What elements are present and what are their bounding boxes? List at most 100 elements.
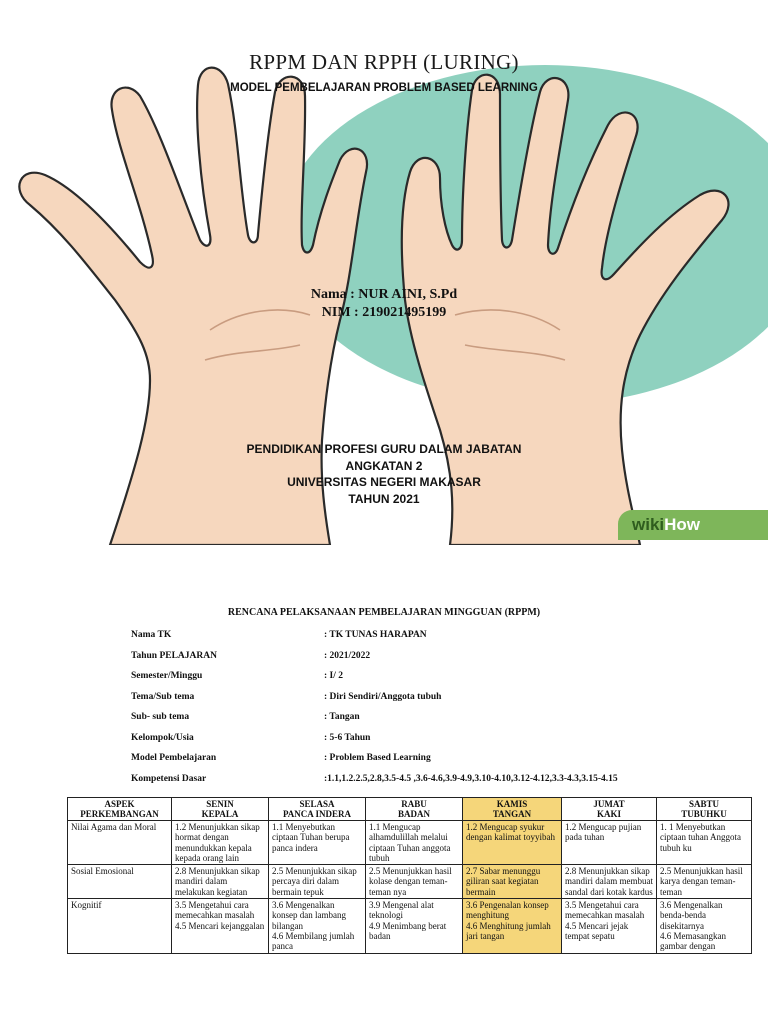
info-value: : Diri Sendiri/Anggota tubuh (324, 691, 442, 702)
info-row: Semester/Minggu: I/ 2 (131, 669, 731, 690)
table-cell: 2.5 Menunjukkan hasil kolase dengan tema… (365, 864, 463, 900)
left-hand-shape (18, 66, 369, 545)
column-header-line: SABTU (688, 799, 719, 809)
cell-text: 4.6 Memasangkan gambar dengan (660, 930, 726, 952)
institution-line: ANGKATAN 2 (345, 458, 423, 473)
table-cell: 2.8 Menunjukkan sikap mandiri dalam memb… (561, 864, 657, 900)
table-cell: 1.2 Menunjukkan sikap hormat dengan menu… (171, 819, 269, 866)
table-cell: 3.6 Mengenalkan konsep dan lambang bilan… (268, 898, 366, 954)
left-palm-crease-shape (204, 344, 301, 361)
aspect-cell: Kognitif (67, 898, 172, 954)
info-label: Tema/Sub tema (131, 691, 195, 702)
cover-title: RPPM DAN RPPH (LURING) (249, 50, 519, 74)
table-cell: 1.1 Mengucap alhamdulillah melalui cipta… (365, 819, 463, 866)
column-header-line: KAKI (596, 809, 621, 819)
cell-text: 3.6 Pengenalan konsep menghitung (466, 900, 549, 921)
cell-text: 4.5 Mencari kejanggalan (175, 920, 265, 931)
table-cell: 3.6 Mengenalkan benda-benda disekitarnya… (656, 898, 752, 954)
aspect-cell: Nilai Agama dan Moral (67, 819, 172, 866)
aspect-cell: Sosial Emosional (67, 864, 172, 900)
cell-text: 3.5 Mengetahui cara memecahkan masalah (565, 900, 645, 921)
column-header-line: PANCA INDERA (282, 809, 352, 819)
cell-text: 1.1 Menyebutkan ciptaan Tuhan berupa pan… (272, 822, 350, 853)
info-value: : Problem Based Learning (324, 753, 431, 763)
cell-text: 2.8 Menunjukkan sikap mandiri dalam mela… (175, 866, 260, 897)
cell-text: 4.9 Menimbang berat badan (369, 920, 447, 941)
info-value: :1.1,1.2.2.5,2.8,3.5-4.5 ,3.6-4.6,3.9-4.… (324, 773, 618, 784)
cell-text: 3.6 Mengenalkan benda-benda disekitarnya (660, 900, 723, 931)
watermark-part: How (664, 515, 701, 534)
cell-text: 1.1 Mengucap alhamdulillah melalui cipta… (369, 822, 451, 863)
info-label: Kelompok/Usia (131, 732, 194, 743)
info-label: Sub- sub tema (131, 712, 190, 722)
table-cell: 2.5 Menunjukkan sikap percaya diri dalam… (268, 864, 366, 900)
info-label: Nama TK (131, 630, 172, 640)
info-row: Kompetensi Dasar :1.1,1.2.2.5,2.8,3.5-4.5… (131, 772, 731, 793)
table-cell: 1.2 Mengucap pujian pada tuhan (561, 819, 657, 866)
right-hand-shape (400, 73, 730, 545)
author-nim: NIM : 219021495199 (321, 305, 447, 320)
info-value: : 5-6 Tahun (324, 732, 371, 743)
info-row: Nama TK : TK TUNAS HARAPAN (131, 628, 731, 649)
right-palm-crease-shape (454, 309, 561, 331)
column-header-line: TUBUHKU (681, 809, 727, 819)
cell-text: 3.6 Mengenalkan konsep dan lambang bilan… (272, 900, 346, 931)
cell-text: 1. 1 Menyebutkan ciptaan tuhan Anggota t… (660, 822, 741, 853)
column-header-line: JUMAT (593, 799, 625, 809)
table-cell: 1.2 Mengucap syukur dengan kalimat toyyi… (462, 819, 562, 866)
cover-page: RPPM DAN RPPH (LURING) MODEL PEMBELAJARA… (0, 50, 768, 545)
table-cell: 1.1 Menyebutkan ciptaan Tuhan berupa pan… (268, 819, 366, 866)
cell-text: 3.9 Mengenal alat teknologi (369, 900, 434, 921)
info-row: Kelompok/Usia : 5-6 Tahun (131, 731, 731, 752)
cell-text: 1.2 Mengucap pujian pada tuhan (565, 822, 642, 843)
info-row: Tema/Sub tema : Diri Sendiri/Anggota tubu… (131, 690, 731, 711)
author-block: Nama : NUR AINI, S.Pd NIM : 219021495199 (0, 286, 768, 322)
cell-text: 3.5 Mengetahui cara memecahkan masalah (175, 900, 255, 921)
left-palm-crease-shape (209, 309, 311, 331)
cell-text: 1.2 Mengucap syukur dengan kalimat toyyi… (466, 822, 555, 843)
info-row: Sub- sub tema: Tangan (131, 710, 731, 731)
cell-text: 4.6 Menghitung jumlah jari tangan (466, 920, 551, 941)
info-label: Tahun PELAJARAN (131, 650, 217, 661)
column-header-line: KAMIS (496, 799, 528, 809)
column-header-line: SELASA (299, 799, 335, 809)
column-header-line: KEPALA (201, 809, 239, 819)
cell-text: 2.5 Menunjukkan hasil karya dengan teman… (660, 866, 743, 897)
author-name: Nama : NUR AINI, S.Pd (310, 287, 458, 302)
cell-text: 4.5 Mencari jejak tempat sepatu (565, 920, 629, 941)
info-row: Tahun PELAJARAN : 2021/2022 (131, 649, 731, 670)
column-header-line: ASPEK (104, 799, 135, 809)
info-label: Kompetensi Dasar (131, 773, 207, 784)
cell-text: 2.5 Menunjukkan hasil kolase dengan tema… (369, 866, 452, 897)
table-cell: 2.5 Menunjukkan hasil karya dengan teman… (656, 864, 752, 900)
column-header-line: SENIN (206, 799, 234, 809)
institution-block: PENDIDIKAN PROFESI GURU DALAM JABATAN AN… (0, 441, 768, 507)
info-label: Model Pembelajaran (131, 753, 217, 763)
document-title: RENCANA PELAKSANAAN PEMBELAJARAN MINGGUA… (227, 607, 541, 618)
right-palm-crease-shape (464, 344, 566, 361)
table-cell: 2.7 Sabar menunggu giliran saat kegiatan… (462, 864, 562, 900)
hands-illustration (18, 65, 768, 545)
info-value: : 2021/2022 (324, 650, 371, 661)
info-value: : I/ 2 (324, 671, 343, 681)
info-value: : TK TUNAS HARAPAN (324, 630, 427, 640)
column-header-line: TANGAN (492, 809, 532, 819)
cell-text: 2.8 Menunjukkan sikap mandiri dalam memb… (565, 866, 653, 897)
column-header-line: RABU (401, 799, 427, 809)
